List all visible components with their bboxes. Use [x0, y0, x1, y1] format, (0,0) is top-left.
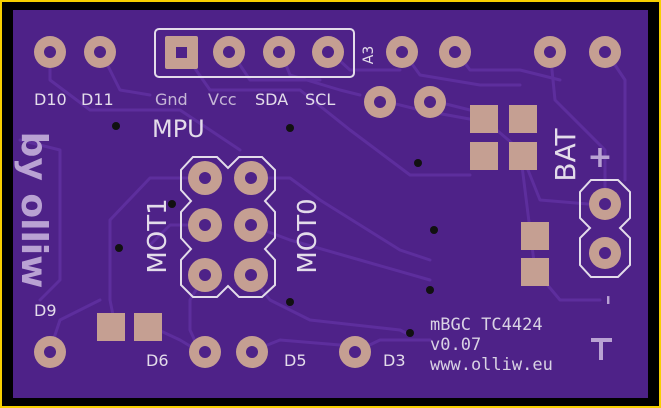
label-d3: D3 — [383, 351, 406, 370]
product-name: mBGC TC4424 — [430, 315, 543, 335]
mot-header-outline — [180, 156, 276, 298]
label-sda: SDA — [255, 90, 288, 109]
label-d5: D5 — [284, 351, 307, 370]
label-d11: D11 — [81, 90, 114, 109]
vias — [112, 122, 438, 337]
mpu-header-outline — [154, 28, 355, 78]
label-a3: A3 — [361, 46, 377, 64]
label-d6: D6 — [146, 351, 169, 370]
product-version: v0.07 — [430, 335, 481, 355]
label-d10: D10 — [34, 90, 67, 109]
label-gnd: Gnd — [155, 90, 188, 109]
label-mot0: MOT0 — [293, 198, 323, 273]
product-url: www.olliw.eu — [430, 355, 553, 375]
mot-pad-holes — [199, 172, 257, 281]
pad-holes — [44, 46, 611, 358]
label-d9: D9 — [34, 301, 57, 320]
side-text: by olliw — [13, 132, 54, 289]
label-bat: BAT — [549, 127, 582, 181]
smd-pads — [97, 105, 549, 341]
bat-plus-label: + — [587, 140, 612, 175]
bat-minus-label: - — [592, 295, 627, 306]
bat-connector-outline — [579, 179, 631, 278]
bottom-right-mark — [591, 338, 612, 360]
label-mpu: MPU — [152, 115, 205, 143]
label-vcc: Vcc — [208, 90, 237, 109]
label-mot1: MOT1 — [143, 198, 173, 273]
label-scl: SCL — [305, 90, 335, 109]
